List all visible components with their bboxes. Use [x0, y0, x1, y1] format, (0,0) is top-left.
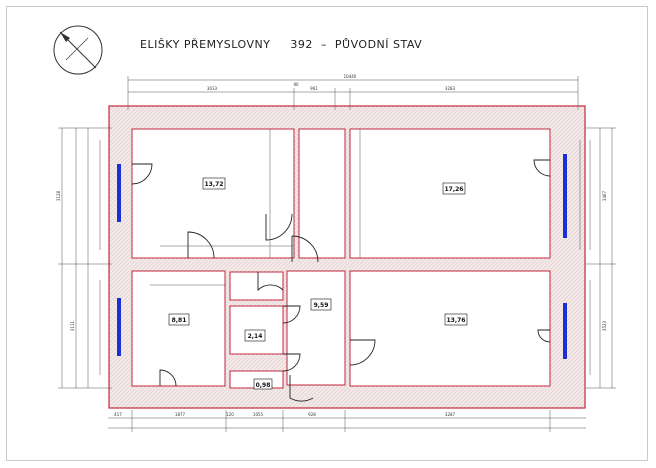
door-right-window-bottom — [537, 329, 551, 343]
drawing-title: ELIŠKY PŘEMYSLOVNY 392 – PŮVODNÍ STAV — [140, 38, 423, 51]
label-room-top-left: 13,72 — [202, 177, 226, 190]
dim-total-top: 10440 — [344, 74, 357, 79]
dim-bottom-6: 3287 — [445, 412, 456, 417]
label-room-bottom-left: 8,81 — [168, 313, 190, 326]
door-left-window-top — [131, 163, 153, 185]
svg-text:8,81: 8,81 — [172, 317, 187, 324]
svg-text:0,98: 0,98 — [256, 382, 271, 389]
room-bottom-right-area — [349, 270, 551, 387]
doors — [131, 159, 551, 402]
dim-bottom-3: 120 — [226, 412, 234, 417]
label-room-bottom-right: 13,76 — [444, 313, 468, 326]
dim-bottom-4: 1055 — [253, 412, 264, 417]
svg-text:17,26: 17,26 — [445, 186, 464, 193]
room-hallway-area — [286, 270, 346, 386]
door-wc — [282, 353, 301, 372]
label-room-bathroom: 2,14 — [244, 329, 266, 342]
door-bathroom — [282, 305, 301, 324]
dim-top-4: 3283 — [445, 86, 456, 91]
compass-icon — [53, 25, 103, 75]
dim-right-2: 3523 — [602, 320, 607, 331]
svg-text:13,76: 13,76 — [447, 317, 466, 324]
dim-bottom-5: 928 — [308, 412, 316, 417]
window-right-bottom — [563, 303, 567, 359]
door-top-left — [187, 231, 215, 259]
door-hallway-bottom — [289, 375, 314, 402]
dim-right-1: 3467 — [602, 190, 607, 201]
dimension-lines — [58, 76, 616, 432]
windows — [117, 154, 567, 359]
sheet-frame — [6, 6, 648, 461]
svg-text:13,72: 13,72 — [205, 181, 224, 188]
corridor-top-area — [298, 128, 346, 259]
dim-top-1: 3033 — [207, 86, 218, 91]
label-room-wc: 0,98 — [253, 378, 273, 390]
door-bottom-right — [349, 339, 376, 366]
window-right-top — [563, 154, 567, 238]
dim-top-2: 90 — [293, 82, 299, 87]
label-room-hallway: 9,59 — [310, 298, 332, 311]
dim-bottom-1: 417 — [114, 412, 122, 417]
dim-top-3: 961 — [310, 86, 318, 91]
window-left-top — [117, 164, 121, 222]
dim-bottom-2: 1877 — [175, 412, 186, 417]
svg-text:2,14: 2,14 — [248, 333, 263, 340]
door-right-window-top — [533, 159, 551, 177]
svg-text:9,59: 9,59 — [314, 302, 329, 309]
door-bottom-left — [159, 369, 177, 387]
room-top-left-area — [131, 128, 295, 259]
door-corridor-arc — [291, 235, 319, 263]
door-closet — [257, 272, 284, 292]
window-left-bottom — [117, 298, 121, 356]
dimension-labels: 10440 3033 90 961 3283 417 1877 120 1055… — [56, 74, 607, 417]
room-bottom-left-area — [131, 270, 226, 387]
label-room-top-right: 17,26 — [442, 182, 466, 195]
door-top-middle — [265, 213, 293, 241]
dim-left-1: 3128 — [56, 190, 61, 201]
closet-area — [229, 271, 284, 301]
dim-left-2: 3111 — [70, 320, 75, 331]
